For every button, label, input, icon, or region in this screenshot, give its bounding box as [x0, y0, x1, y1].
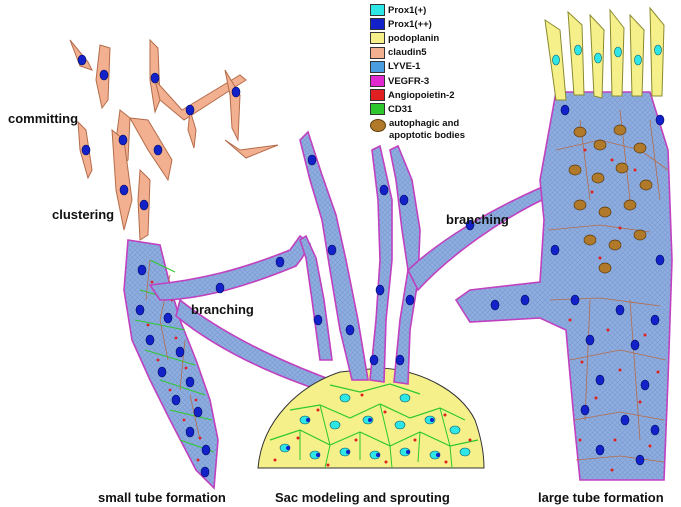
label-committing: committing	[8, 111, 78, 126]
legend-swatch	[370, 47, 385, 59]
sprouts	[300, 132, 546, 384]
legend-swatch	[370, 89, 385, 101]
legend-item: claudin5	[370, 46, 530, 60]
label-clustering: clustering	[52, 207, 114, 222]
legend-label: CD31	[388, 104, 412, 115]
legend-item-bodies: autophagic and apoptotic bodies	[370, 118, 530, 142]
legend-swatch	[370, 103, 385, 115]
legend-item: Prox1(+)	[370, 3, 530, 17]
sac	[258, 368, 484, 468]
legend-swatch	[370, 4, 385, 16]
label-small-tube-formation: small tube formation	[98, 490, 226, 505]
label-branching-right: branching	[446, 212, 509, 227]
legend-item: Prox1(++)	[370, 17, 530, 31]
legend-item: VEGFR-3	[370, 74, 530, 88]
legend-label: Prox1(++)	[388, 19, 432, 30]
podoplanin-cells	[545, 8, 664, 100]
legend-label: Prox1(+)	[388, 5, 426, 16]
legend-item: Angiopoietin-2	[370, 88, 530, 102]
legend-label: Angiopoietin-2	[388, 90, 455, 101]
label-sac-modeling: Sac modeling and sprouting	[275, 490, 450, 505]
legend-bodies-line2: apoptotic bodies	[389, 130, 465, 142]
legend-bodies-line1: autophagic and	[389, 118, 465, 130]
legend: Prox1(+) Prox1(++) podoplanin claudin5 L…	[370, 3, 530, 142]
label-large-tube-formation: large tube formation	[538, 490, 664, 505]
legend-label: LYVE-1	[388, 61, 420, 72]
legend-swatch	[370, 75, 385, 87]
legend-label: podoplanin	[388, 33, 439, 44]
legend-item: CD31	[370, 102, 530, 116]
label-branching-left: branching	[191, 302, 254, 317]
legend-item: LYVE-1	[370, 60, 530, 74]
legend-swatch	[370, 32, 385, 44]
autophagic-body-icon	[370, 119, 386, 132]
legend-swatch	[370, 18, 385, 30]
legend-label: claudin5	[388, 47, 427, 58]
legend-swatch	[370, 61, 385, 73]
legend-label: autophagic and apoptotic bodies	[389, 118, 465, 142]
legend-label: VEGFR-3	[388, 76, 429, 87]
legend-item: podoplanin	[370, 31, 530, 45]
large-tube	[456, 92, 672, 480]
